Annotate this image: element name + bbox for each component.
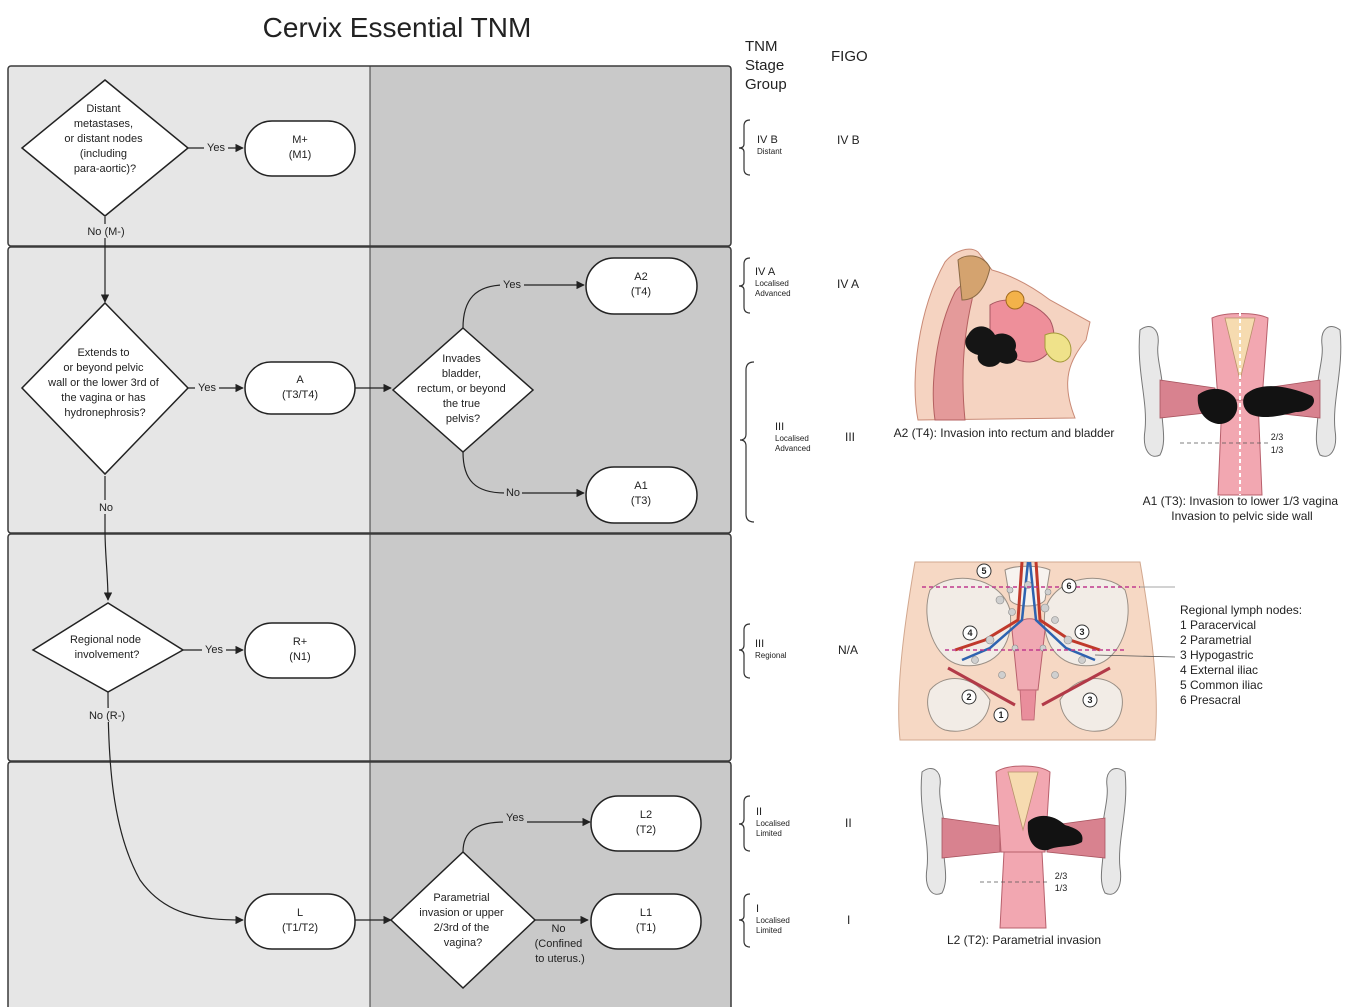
stage-sub: Localised [756, 916, 790, 926]
label-m-yes: Yes [207, 142, 225, 154]
legend-item: 3 Hypogastric [1180, 648, 1302, 663]
label-a-yes: Yes [198, 382, 216, 394]
diagram-title: Cervix Essential TNM [263, 12, 532, 43]
lymph-marker-3-lower: 3 [1087, 695, 1092, 705]
outcome-m1: M+(M1) [245, 121, 355, 176]
coronal-uterus-l2-illustration [921, 766, 1126, 928]
outcome-l2: L2(T2) [591, 796, 701, 851]
stage-sub: Regional [755, 651, 787, 661]
outcome-r: R+(N1) [245, 623, 355, 678]
label-r-no: No (R-) [89, 710, 125, 722]
legend-item: 5 Common iliac [1180, 678, 1302, 693]
lymph-marker-6: 6 [1066, 581, 1071, 591]
stage-iii-regional: III Regional [755, 638, 787, 661]
caption-l2: L2 (T2): Parametrial invasion [947, 933, 1101, 947]
stage-main: IV B [757, 134, 782, 147]
figure-label-two-thirds-l2: 2/3 [1055, 871, 1068, 881]
legend-heading: Regional lymph nodes: [1180, 603, 1302, 618]
figure-label-one-third-l2: 1/3 [1055, 883, 1068, 893]
label-r-yes: Yes [205, 644, 223, 656]
stage-sub: Localised [756, 819, 790, 829]
outcome-l: L(T1/T2) [245, 894, 355, 949]
stage-main: I [756, 903, 790, 916]
outcome-l1: L1(T1) [591, 894, 701, 949]
legend-item: 2 Parametrial [1180, 633, 1302, 648]
stage-sub: Limited [756, 829, 790, 839]
header-tnm: TNM [745, 37, 787, 56]
lymph-marker-4: 4 [967, 628, 972, 638]
header-group: Group [745, 75, 787, 94]
label-t2-yes: Yes [506, 812, 524, 824]
coronal-uterus-a1-illustration [1139, 312, 1341, 495]
stage-sub: Localised [775, 434, 811, 444]
stage-main: III [755, 638, 787, 651]
figure-label-two-thirds: 2/3 [1271, 432, 1284, 442]
figo-ivb: IV B [837, 133, 860, 147]
stage-main: II [756, 806, 790, 819]
figo-na: N/A [838, 643, 858, 657]
label-m-no: No (M-) [87, 226, 124, 238]
sagittal-pelvis-illustration [915, 249, 1090, 420]
stage-braces [739, 120, 754, 947]
header-figo: FIGO [831, 48, 868, 65]
legend-item: 1 Paracervical [1180, 618, 1302, 633]
stage-iii-advanced: III Localised Advanced [775, 421, 811, 454]
stage-sub: Localised [755, 279, 791, 289]
legend-item: 6 Presacral [1180, 693, 1302, 708]
lymph-marker-5-upper: 5 [981, 566, 986, 576]
label-a-no: No [99, 502, 113, 514]
label-t4-no: No [506, 487, 520, 499]
label-t4-yes: Yes [503, 279, 521, 291]
outcome-a1: A1(T3) [586, 467, 697, 523]
stage-sub: Distant [757, 147, 782, 157]
figo-ii: II [845, 816, 852, 830]
stage-main: III [775, 421, 811, 434]
header-tnm-stage-group: TNM Stage Group [745, 37, 787, 94]
stage-main: IV A [755, 266, 791, 279]
lymph-marker-1: 1 [998, 710, 1003, 720]
stage-sub: Advanced [775, 444, 811, 454]
header-stage: Stage [745, 56, 787, 75]
pelvis-lymph-nodes-illustration: 5 6 4 3 2 1 3 [899, 562, 1175, 740]
caption-a1: A1 (T3): Invasion to lower 1/3 vagina In… [1143, 494, 1342, 523]
stage-i: I Localised Limited [756, 903, 790, 936]
legend-item: 4 External iliac [1180, 663, 1302, 678]
stage-sub: Advanced [755, 289, 791, 299]
lymph-marker-3-upper: 3 [1079, 627, 1084, 637]
lymph-node-legend: Regional lymph nodes: 1 Paracervical 2 P… [1180, 603, 1302, 708]
outcome-a2: A2(T4) [586, 258, 697, 314]
lymph-marker-2: 2 [966, 692, 971, 702]
outcome-a: A(T3/T4) [245, 362, 355, 414]
stage-sub: Limited [756, 926, 790, 936]
figure-label-one-third: 1/3 [1271, 445, 1284, 455]
figo-i: I [847, 913, 850, 927]
stage-ii: II Localised Limited [756, 806, 790, 839]
caption-a2: A2 (T4): Invasion into rectum and bladde… [894, 426, 1115, 440]
stage-iva: IV A Localised Advanced [755, 266, 791, 299]
figo-iva: IV A [837, 277, 859, 291]
stage-ivb: IV B Distant [757, 134, 782, 157]
figo-iii: III [845, 430, 855, 444]
